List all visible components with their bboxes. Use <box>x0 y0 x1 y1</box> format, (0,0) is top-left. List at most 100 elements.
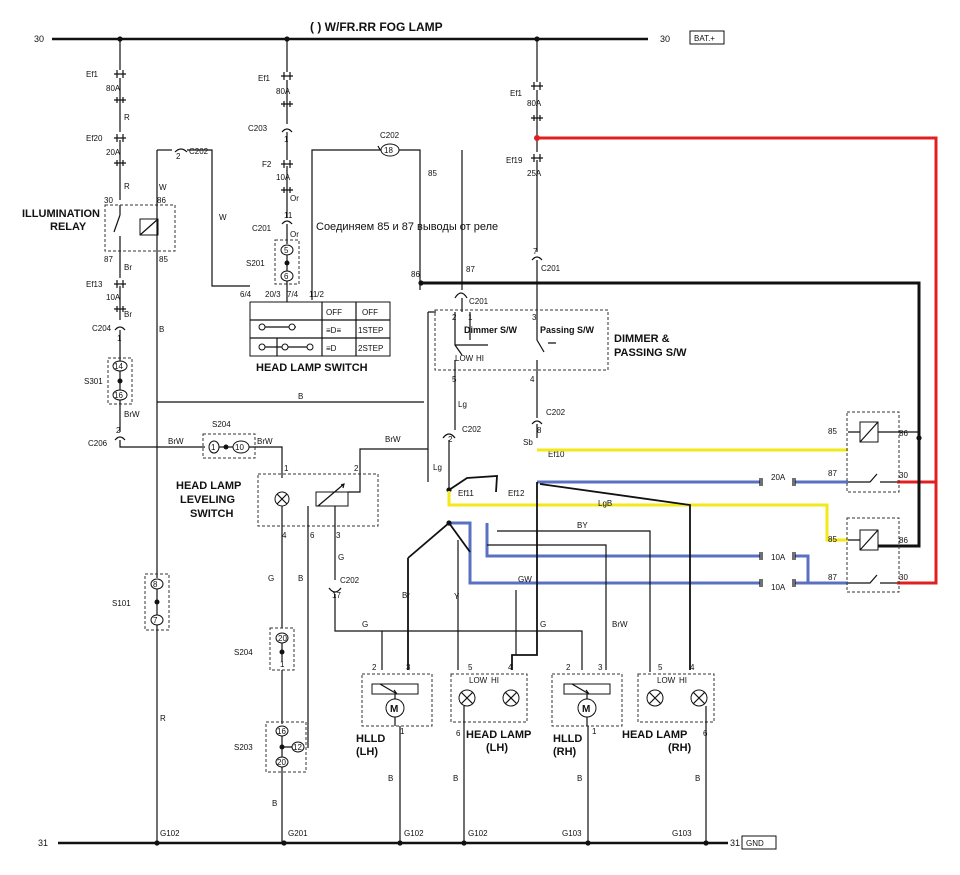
hls-pin-4: 11/2 <box>309 290 325 299</box>
connector-c202-e: C202 <box>340 576 360 585</box>
connector-c206: C206 <box>88 439 108 448</box>
fuse-ef13-rating: 10A <box>106 293 121 302</box>
splice-s101: S101 <box>112 599 131 608</box>
hlld-rh-pin1: 1 <box>592 727 597 736</box>
connector-c202-b-pin: 18 <box>384 146 393 155</box>
hl-lh-hi: HI <box>491 676 499 685</box>
hls-row-2-state: ≡D≡ <box>326 326 341 335</box>
dimmer-switch-box[interactable] <box>434 309 609 371</box>
wire-lg1: Lg <box>458 400 467 409</box>
head-lamp-switch[interactable]: 6/4 20/3 7/4 11/2 OFF OFF ≡D≡ 1STEP ≡D 2… <box>240 290 391 374</box>
relay-top-p30: 30 <box>899 471 908 480</box>
splice-s101-pin-bot: 7 <box>153 616 158 625</box>
ground-g103-a: G103 <box>562 829 582 838</box>
wire-brw3: BrW <box>257 437 273 446</box>
head-lamp-switch-label: HEAD LAMP SWITCH <box>256 362 368 374</box>
wire-brw5: BrW <box>612 620 628 629</box>
wire-r3: R <box>160 714 166 723</box>
splice-s203: S203 <box>234 743 253 752</box>
connector-c202-c-pin: 8 <box>537 426 542 435</box>
fuse-f2-rating: 10A <box>276 173 291 182</box>
relay-bot-p86: 86 <box>899 536 908 545</box>
connector-c202-a: C202 <box>189 147 209 156</box>
splice-s301: S301 <box>84 377 103 386</box>
splice-s204-top-pin-r: 10 <box>235 443 244 452</box>
ground-g103-b: G103 <box>672 829 692 838</box>
relay-top-p86: 86 <box>899 429 908 438</box>
fuse-ef19: Ef19 <box>506 156 523 165</box>
splice-s201-pin-bot: 6 <box>284 272 289 281</box>
wire-or1: Or <box>290 194 299 203</box>
fuse-ef1-mid: Ef1 <box>258 74 271 83</box>
hlld-rh-pin3: 3 <box>598 663 603 672</box>
relay-illum-p86: 86 <box>157 196 166 205</box>
relay-top-p85: 85 <box>828 427 837 436</box>
wire-w2: W <box>219 213 227 222</box>
left-column: Ef1 80A R Ef20 20A R 30 ILLUMINATION REL… <box>22 39 424 843</box>
splice-s204-top-pin-l: 1 <box>211 443 216 452</box>
wire-b8: B <box>695 774 700 783</box>
connector-c202-c: C202 <box>546 408 566 417</box>
connector-c202-b: C202 <box>380 131 400 140</box>
fuse-ef1-right: Ef1 <box>510 89 523 98</box>
wire-b6: B <box>453 774 458 783</box>
wire-g3: G <box>362 620 368 629</box>
wire-br2: Br <box>124 310 132 319</box>
ground-g201: G201 <box>288 829 308 838</box>
hl-rh-low: LOW <box>657 676 676 685</box>
dimmer-label-1: DIMMER & <box>614 333 670 345</box>
bat-box <box>689 30 725 45</box>
splice-s201: S201 <box>246 259 265 268</box>
illumination-relay-label-1: ILLUMINATION <box>22 208 100 220</box>
relay-illum-p85: 85 <box>159 255 168 264</box>
rail-30-left: 30 <box>34 34 44 44</box>
wire-b1: B <box>298 392 303 401</box>
lvl-pin1: 1 <box>284 464 289 473</box>
fuse-f2: F2 <box>262 160 272 169</box>
wire-lg2: Lg <box>433 463 442 472</box>
connector-c206-pin: 2 <box>116 426 121 435</box>
connector-c201-a-pin: 11 <box>284 211 293 220</box>
lvl-pin4: 4 <box>282 531 287 540</box>
hl-rh-label-1: HEAD LAMP <box>622 729 687 741</box>
dimmer-label-2: PASSING S/W <box>614 347 687 359</box>
leveling-switch[interactable]: 1 2 4 6 3 HEAD LAMP LEVELING SWITCH <box>176 464 379 540</box>
dimmer-section: 86 87 C201 Ef1 80A Ef19 25A 7 C201 2 1 3… <box>359 39 921 498</box>
hlld-lh-motor-icon: M <box>390 704 398 715</box>
hls-pin-1: 6/4 <box>240 290 252 299</box>
fuse-ef20: Ef20 <box>86 134 103 143</box>
hlld-rh: 2 3 M 1 HLLD (RH) <box>551 663 623 758</box>
splice-s203-pin-top: 16 <box>277 727 286 736</box>
wire-b5: B <box>388 774 393 783</box>
wire-gw: GW <box>518 575 532 584</box>
lvl-pin3: 3 <box>336 531 341 540</box>
relay-bot-p87: 87 <box>828 573 837 582</box>
connector-c204: C204 <box>92 324 112 333</box>
lvl-pin6: 6 <box>310 531 315 540</box>
rail-30-right: 30 <box>660 34 670 44</box>
head-lamp-switch-section: Ef1 80A C203 1 F2 10A Or C201 11 Or 5 6 … <box>240 39 498 374</box>
wire-b2: B <box>159 325 164 334</box>
connector-c202-e-pin: 17 <box>332 591 341 600</box>
dimmer-hi: HI <box>476 354 484 363</box>
rail-31-left: 31 <box>38 838 48 848</box>
fuse-ef20-rating: 20A <box>106 148 121 157</box>
relay-bot-p30: 30 <box>899 573 908 582</box>
hlld-rh-motor-icon: M <box>582 704 590 715</box>
wire-w1: W <box>159 183 167 192</box>
dimmer-pin3: 3 <box>532 313 537 322</box>
wire-g1: G <box>268 574 274 583</box>
hlld-lh-pin1: 1 <box>400 727 405 736</box>
gnd-box <box>741 835 777 850</box>
wire-b3: B <box>298 574 303 583</box>
dimmer-low: LOW <box>455 354 474 363</box>
fuse-10a-2: 10A <box>771 583 786 592</box>
hls-row-3-state: ≡D <box>326 344 337 353</box>
splice-s201-pin-top: 5 <box>284 246 289 255</box>
wire-br1: Br <box>124 263 132 272</box>
hls-pin-2: 20/3 <box>265 290 281 299</box>
splice-s204-top: S204 <box>212 420 231 429</box>
hlld-lh-pin3: 3 <box>406 663 411 672</box>
relay-bottom: 85 86 87 30 <box>828 517 908 593</box>
